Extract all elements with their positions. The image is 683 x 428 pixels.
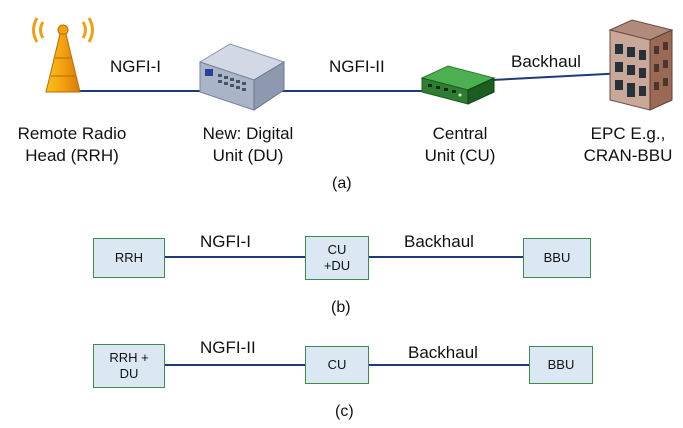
link-cu-bbu (368, 364, 530, 366)
cu-label-line1: Central (432, 124, 488, 143)
du-label-line1: New: Digital (202, 124, 294, 143)
building-icon (608, 19, 674, 111)
box-rrh: RRH (93, 238, 165, 278)
du-switch-icon (198, 43, 286, 111)
link-label-ngfi-i: NGFI-I (110, 57, 161, 76)
link-cudu-bbu (368, 256, 524, 258)
link-label-ngfi-ii-c: NGFI-II (200, 338, 256, 357)
box-bbu-c: BBU (529, 346, 593, 384)
link-du-cu (278, 90, 430, 92)
link-label-ngfi-ii: NGFI-II (329, 57, 385, 76)
caption-b: (b) (331, 299, 351, 316)
epc-label-line1: EPC E.g., (590, 124, 666, 143)
link-rrh-cudu (164, 256, 306, 258)
rrh-label: Remote Radio Head (RRH) (2, 124, 142, 166)
link-label-backhaul-c: Backhaul (408, 343, 478, 362)
epc-label: EPC E.g., CRAN-BBU (578, 124, 678, 166)
du-label: New: Digital Unit (DU) (188, 124, 308, 166)
box-rrh-du: RRH + DU (93, 344, 165, 388)
box-cu-du: CU +DU (305, 236, 369, 280)
caption-a: (a) (332, 175, 352, 192)
cu-router-icon (420, 65, 496, 105)
link-label-backhaul: Backhaul (511, 52, 581, 71)
rrh-label-line2: Head (RRH) (25, 146, 119, 165)
epc-label-line2: CRAN-BBU (583, 146, 673, 165)
link-cu-epc (491, 72, 616, 81)
link-rrh-du (66, 90, 214, 92)
antenna-tower-icon (32, 17, 94, 93)
du-label-line2: Unit (DU) (212, 146, 284, 165)
box-cu: CU (305, 346, 369, 384)
rrh-label-line1: Remote Radio (17, 124, 127, 143)
caption-c: (c) (335, 403, 354, 420)
link-label-backhaul-b: Backhaul (404, 232, 474, 251)
cu-label: Central Unit (CU) (410, 124, 510, 166)
link-rrhdu-cu (164, 364, 306, 366)
cu-label-line2: Unit (CU) (424, 146, 496, 165)
box-bbu: BBU (523, 238, 591, 278)
link-label-ngfi-i-b: NGFI-I (200, 232, 251, 251)
